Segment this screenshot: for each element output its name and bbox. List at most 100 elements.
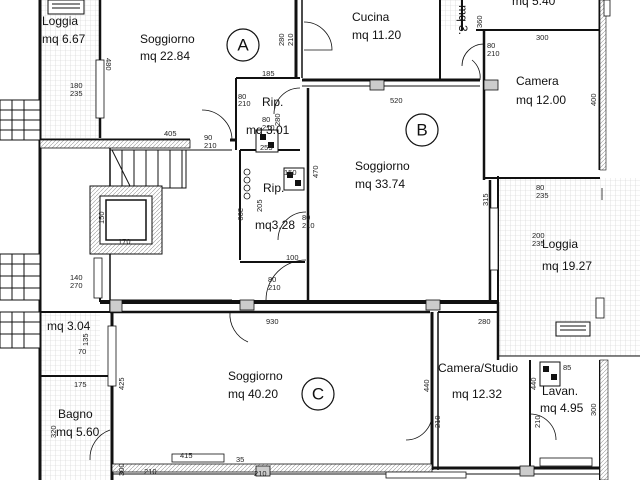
dim-label: 270 <box>70 281 83 290</box>
room-labels: Loggia mq 6.67 Soggiorno mq 22.84 Cucina… <box>42 0 592 439</box>
room-area-top-right: mq 5.40 <box>512 0 556 8</box>
dim-label: 210 <box>238 99 251 108</box>
room-area-cucina: mq 11.20 <box>352 28 401 42</box>
dim-label: 185 <box>262 69 275 78</box>
external-stairs <box>0 99 41 349</box>
dim-label: 415 <box>180 451 193 460</box>
dim-label: 80 <box>487 41 495 50</box>
wall-hatch-b <box>111 463 433 473</box>
room-name-lavan: Lavan. <box>542 384 578 398</box>
zone-markers: A B C <box>226 28 439 411</box>
dim-label: 140 <box>70 273 83 282</box>
dim-label: 170 <box>118 237 131 246</box>
dim-label: 210 <box>433 415 442 428</box>
dim-label: 520 <box>390 96 403 105</box>
room-area-rip-1: mq 3.01 <box>246 123 290 137</box>
dim-label: 210 <box>533 415 542 428</box>
dim-label: 80 <box>302 213 310 222</box>
room-name-camera: Camera <box>516 74 559 88</box>
dim-label: 440 <box>422 379 431 392</box>
dim-label: 300 <box>117 463 126 476</box>
dim-label: 100 <box>286 253 299 262</box>
dim-label: 175 <box>74 380 87 389</box>
dim-label: 80 <box>238 92 246 101</box>
room-name-rip-1: Rip. <box>262 95 283 109</box>
loggia-tl-tiles <box>40 0 100 138</box>
dim-label: 135 <box>81 333 90 346</box>
dim-label: 150 <box>284 168 297 177</box>
dim-label: 85 <box>563 363 571 372</box>
room-area-camera: mq 12.00 <box>516 93 566 107</box>
door-swings <box>89 21 603 461</box>
room-name-rip-2: Rip. <box>263 181 284 195</box>
dim-label: 35 <box>236 455 244 464</box>
dim-label: 80 <box>262 115 270 124</box>
dim-label: 150 <box>97 211 106 224</box>
dim-label: 930 <box>266 317 279 326</box>
dim-label: 255 <box>260 143 273 152</box>
room-area-soggiorno-a: mq 22.84 <box>140 49 190 63</box>
dim-label: 400 <box>589 93 598 106</box>
dim-label: 425 <box>117 377 126 390</box>
wall-hatch-c <box>599 0 607 171</box>
dim-label: 210 <box>262 123 275 132</box>
dim-label: 320 <box>49 425 58 438</box>
dim-label: 440 <box>529 377 538 390</box>
room-area-top-mid: mq 3. <box>456 5 470 35</box>
room-area-soggiorno-c: mq 40.20 <box>228 387 278 401</box>
wall-hatch-a <box>39 139 191 149</box>
dim-label: 315 <box>481 193 490 206</box>
zone-circle-c <box>301 377 335 411</box>
pillars <box>109 79 535 477</box>
dim-label: 480 <box>104 58 113 71</box>
dim-label: 80 <box>536 183 544 192</box>
dim-label: 300 <box>536 33 549 42</box>
dim-label: 70 <box>78 347 86 356</box>
dim-label: 205 <box>255 199 264 212</box>
dim-label: 80 <box>268 275 276 284</box>
room-name-bagno: Bagno <box>58 407 93 421</box>
dim-label: 210 <box>254 469 267 478</box>
room-name-loggia-r: Loggia <box>542 237 578 251</box>
room-area-loggia-r: mq 19.27 <box>542 259 592 273</box>
dim-label: 210 <box>204 141 217 150</box>
room-name-camera-studio: Camera/Studio <box>438 361 518 375</box>
dim-label: 405 <box>164 129 177 138</box>
bagno-tiles <box>40 376 110 480</box>
dim-label: 210 <box>302 221 315 230</box>
dim-label: 210 <box>144 467 157 476</box>
elevator <box>89 185 163 255</box>
dim-label: 280 <box>478 317 491 326</box>
small-room-tiles <box>40 312 100 374</box>
room-area-camera-studio: mq 12.32 <box>452 387 502 401</box>
room-name-soggiorno-b: Soggiorno <box>355 159 410 173</box>
zone-circle-a <box>226 28 260 62</box>
radiator-icon <box>555 321 591 337</box>
room-area-soggiorno-b: mq 33.74 <box>355 177 405 191</box>
room-area-rip-2: mq3.28 <box>255 218 295 232</box>
dim-label: 300 <box>589 403 598 416</box>
radiator-icon <box>47 0 85 15</box>
room-area-lavan: mq 4.95 <box>540 401 584 415</box>
dim-label: 470 <box>311 165 320 178</box>
room-name-cucina: Cucina <box>352 10 390 24</box>
room-area-small-l: mq 3.04 <box>47 319 91 333</box>
room-area-loggia-tl: mq 6.67 <box>42 32 86 46</box>
room-area-bagno: mq 5.60 <box>56 425 100 439</box>
top-mid-tiles <box>440 0 462 30</box>
dim-label: 180 <box>70 81 83 90</box>
dimension-labels: 180 235 480 280 210 185 80 210 280 300 8… <box>49 15 598 478</box>
wall-hatch-d <box>599 359 609 480</box>
room-name-soggiorno-a: Soggiorno <box>140 32 195 46</box>
dim-label: 280 <box>273 113 282 126</box>
dim-label: 210 <box>487 49 500 58</box>
dim-label: 235 <box>532 239 545 248</box>
zone-label-a: A <box>237 36 249 55</box>
appliance-icons <box>47 0 591 387</box>
dim-label: 235 <box>70 89 83 98</box>
dim-label: 280 <box>277 33 286 46</box>
dim-label: 235 <box>536 191 549 200</box>
windows <box>93 0 611 479</box>
zone-circle-b <box>405 113 439 147</box>
